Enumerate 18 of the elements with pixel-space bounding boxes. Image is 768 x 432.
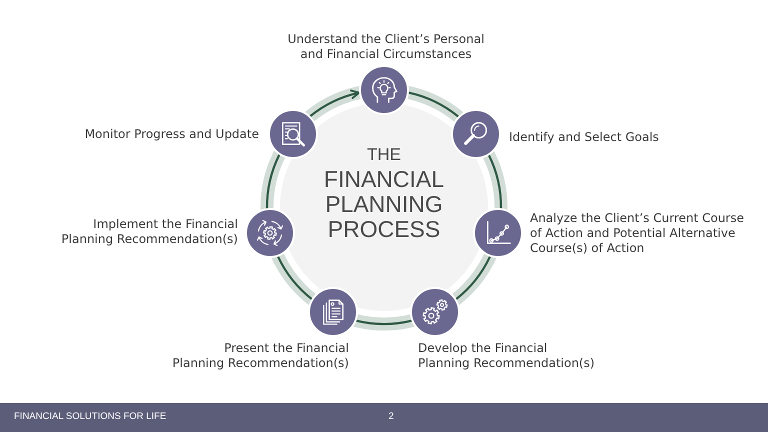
connector-line [454,256,492,300]
step-label: Understand the Client’s Personal and Financial Circumstances [287,32,485,62]
title-prefix: THE [366,145,402,165]
page-number: 2 [388,411,394,423]
step-label: Develop the Financial Planning Recommendation(s) [418,340,596,371]
step-label: Identify and Select Goals [509,130,660,145]
connector-line [266,154,280,210]
step-label: Implement the Financial Planning Recommendation(s) [60,217,238,247]
step-label: Analyze the Client’s Current Course of Action and Potential Alternative Course(s) of Action [530,211,745,256]
connector-line [276,256,314,300]
connector-line [408,92,459,118]
step-label: Monitor Progress and Update [84,126,259,142]
footer-tagline: FINANCIAL SOLUTIONS FOR LIFE [14,411,166,423]
title-text: FINANCIAL PLANNING PROCESS [323,167,445,242]
connector-line [488,154,502,210]
step-label: Present the Financial Planning Recommendation(s) [171,340,349,371]
connector-line [356,320,412,326]
arrow [309,90,360,118]
